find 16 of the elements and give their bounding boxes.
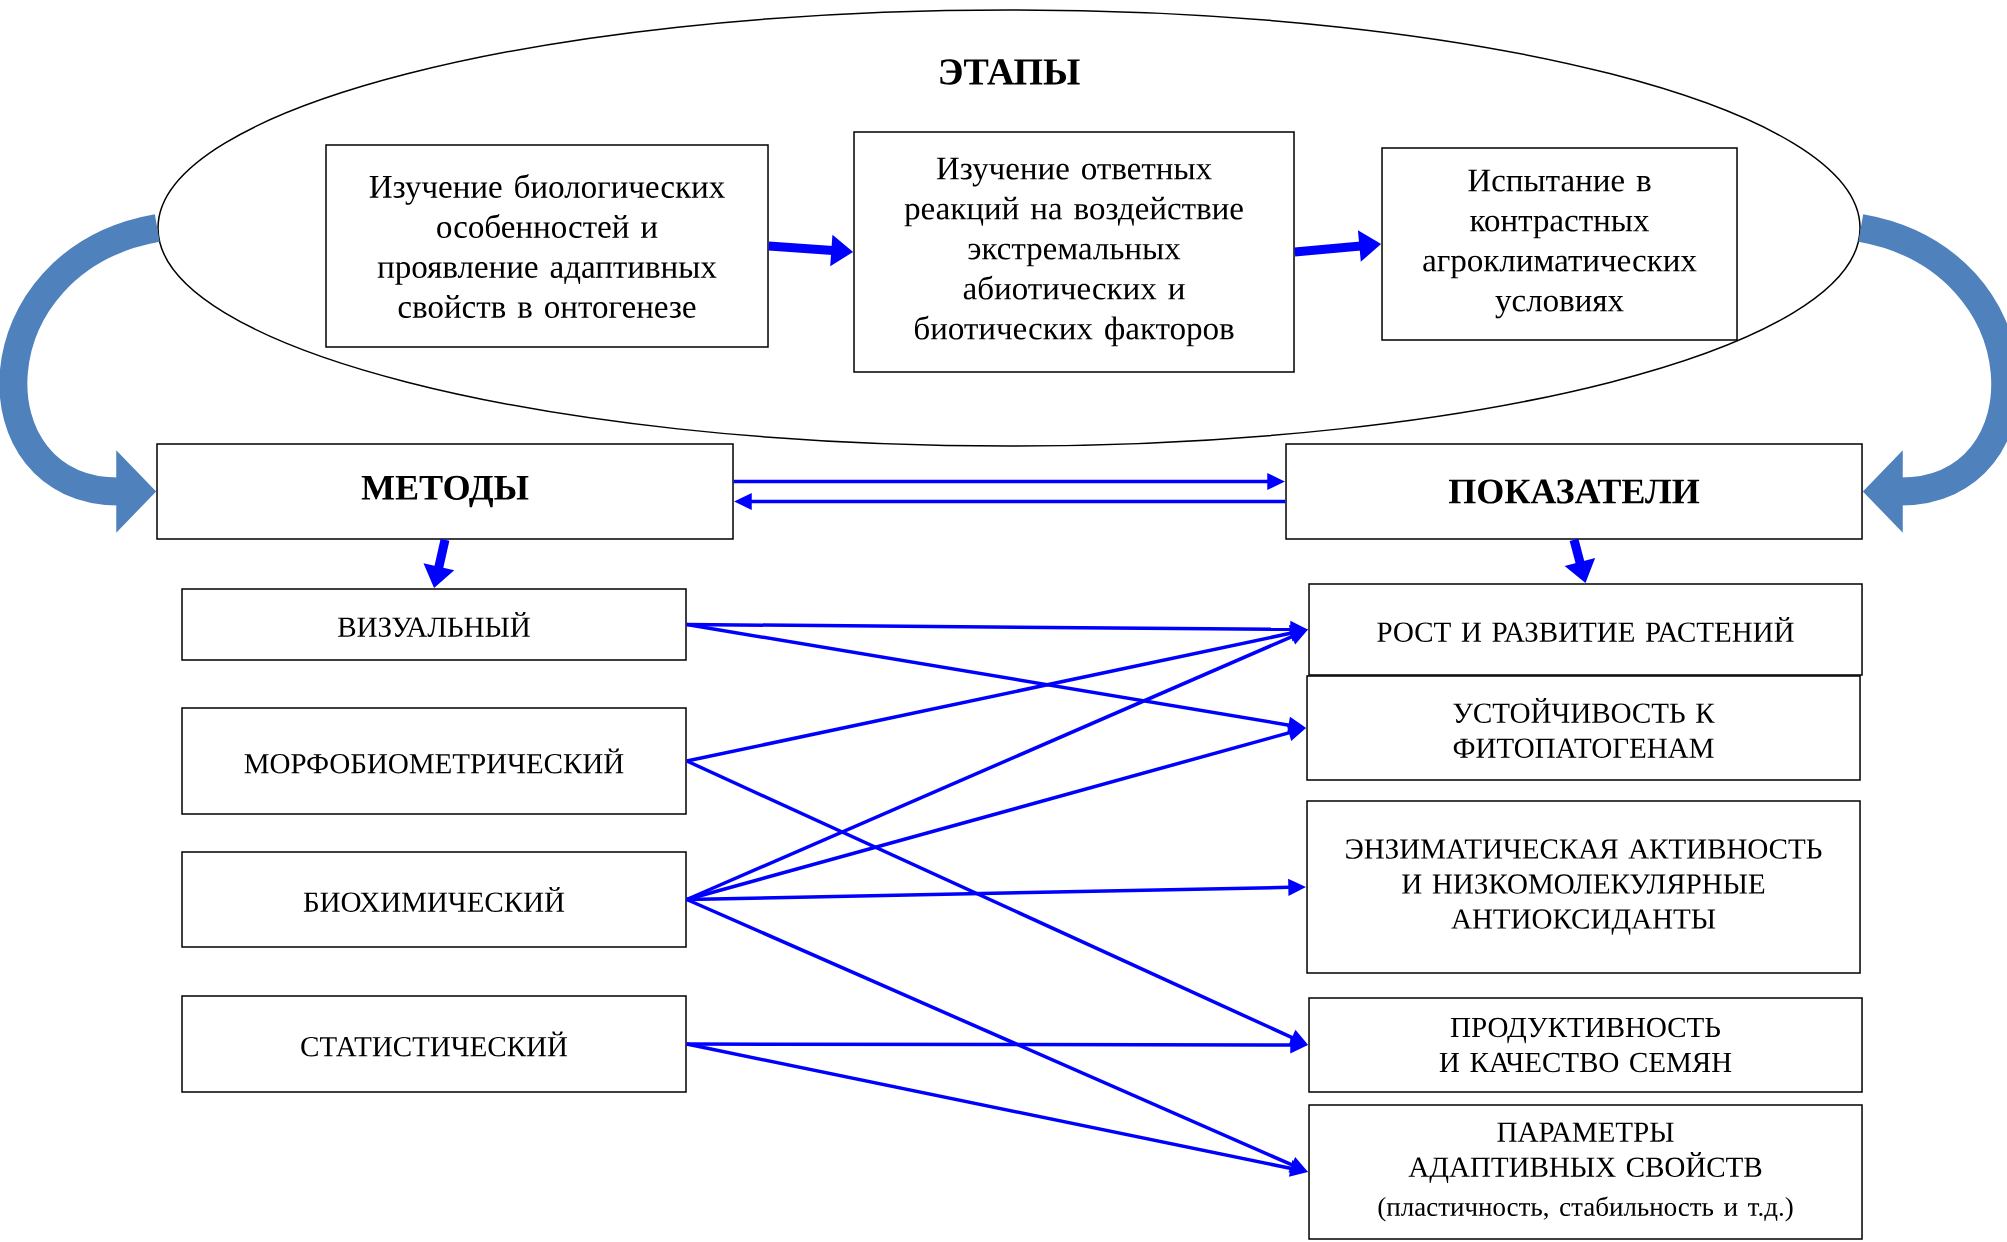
- text-box: ВИЗУАЛЬНЫЙ: [181, 588, 687, 661]
- heading-box: ПОКАЗАТЕЛИ: [1285, 443, 1863, 540]
- text-box: ЭНЗИМАТИЧЕСКАЯ АКТИВНОСТЬ И НИЗКОМОЛЕКУЛЯРНЫЕ АНТИОКСИДАНТЫ: [1306, 800, 1861, 974]
- curved-arrow: [1856, 214, 2007, 533]
- text-box: РОСТ И РАЗВИТИЕ РАСТЕНИЙ: [1308, 583, 1863, 676]
- text-box: ПАРАМЕТРЫ АДАПТИВНЫХ СВОЙСТВ (пластичность, стабильность и т.д.): [1308, 1104, 1863, 1240]
- text-box: ПРОДУКТИВНОСТЬ И КАЧЕСТВО СЕМЯН: [1308, 997, 1863, 1093]
- text-box: Изучение биологических особенностей и проявление адаптивных свойств в онтогенезе: [325, 144, 769, 348]
- text-box: МОРФОБИОМЕТРИЧЕСКИЙ: [181, 707, 687, 815]
- heading: ЭТАПЫ: [940, 59, 1080, 85]
- text-box: СТАТИСТИЧЕСКИЙ: [181, 995, 687, 1093]
- text-box: Изучение ответных реакций на воздействие экстремальных абиотических и биотических факторов: [853, 131, 1295, 373]
- heading-box: МЕТОДЫ: [156, 443, 734, 540]
- text-box: БИОХИМИЧЕСКИЙ: [181, 851, 687, 948]
- text-box: Испытание в контрастных агроклиматических условиях: [1381, 147, 1738, 341]
- text-box: УСТОЙЧИВОСТЬ К ФИТОПАТОГЕНАМ: [1306, 675, 1861, 781]
